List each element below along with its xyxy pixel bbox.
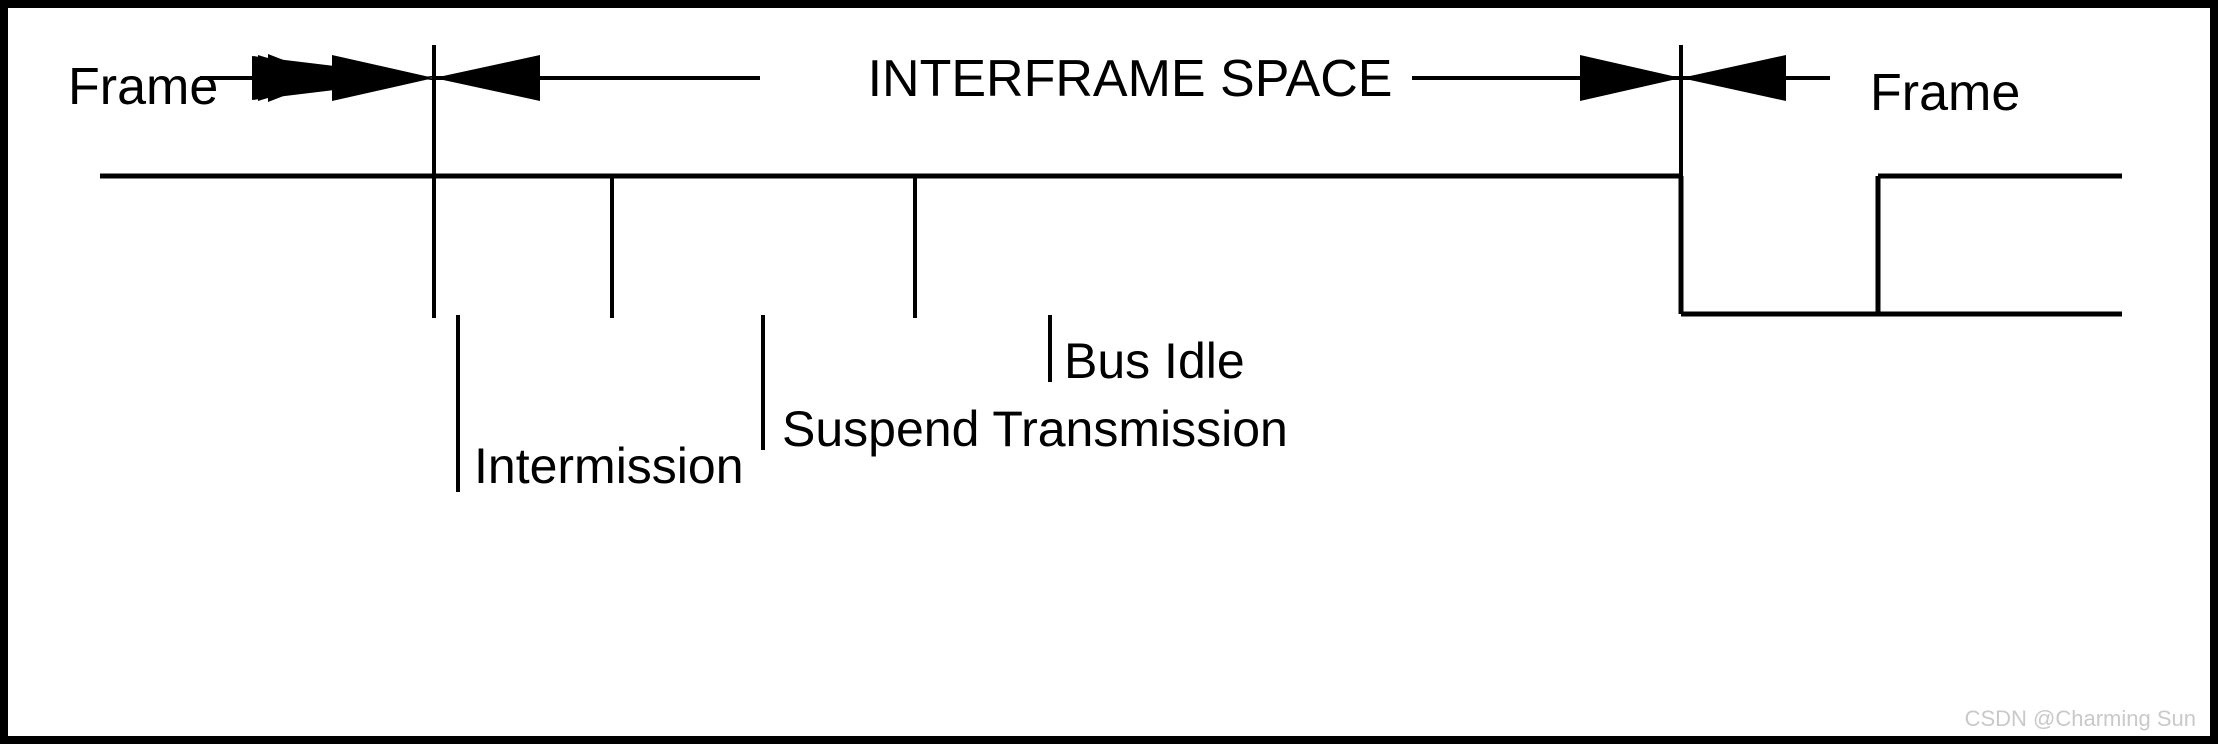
callout-leader-lines	[456, 315, 1052, 492]
right-frame-label: Frame	[1870, 64, 2020, 122]
intermission-label: Intermission	[474, 438, 744, 494]
field-dividers	[432, 45, 1683, 318]
suspend-transmission-label: Suspend Transmission	[782, 401, 1288, 457]
bus-waveform	[100, 173, 2122, 317]
arrow-right-solid-icon	[258, 55, 332, 101]
arrow-right-tip-icon	[332, 55, 434, 101]
interframe-space-title: INTERFRAME SPACE	[868, 50, 1393, 108]
csdn-watermark: CSDN @Charming Sun	[1965, 706, 2196, 731]
arrow-right-tip-icon-2	[1580, 55, 1681, 101]
callout-labels: Intermission Suspend Transmission Bus Id…	[474, 333, 1288, 494]
top-annotation-row: INTERFRAME SPACE Frame Frame	[68, 50, 2020, 122]
bus-idle-label: Bus Idle	[1064, 333, 1245, 389]
left-frame-label: Frame	[68, 58, 218, 116]
